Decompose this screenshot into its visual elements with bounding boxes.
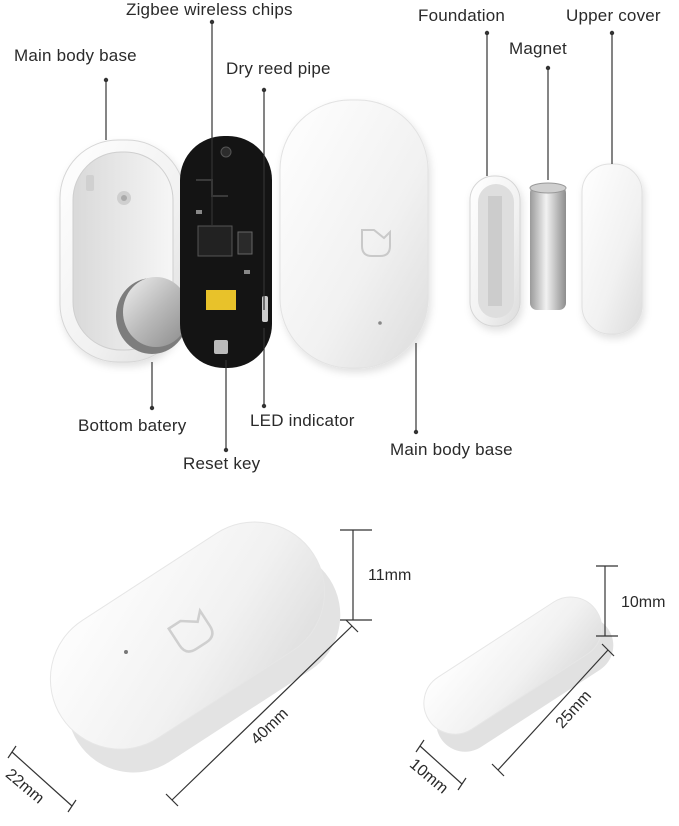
front-cover (279, 99, 429, 369)
label-magnet: Magnet (509, 39, 567, 58)
label-main-body-base-bottom: Main body base (390, 440, 513, 459)
label-reset-key: Reset key (183, 454, 261, 473)
magnet-upper-cover (581, 163, 643, 335)
dim-magnet-height: 10mm (621, 594, 666, 611)
leader-lines (105, 22, 613, 450)
coin-battery (116, 277, 189, 354)
label-zigbee-chips: Zigbee wireless chips (126, 0, 293, 19)
dimension-lines (7, 529, 618, 813)
label-led-indicator: LED indicator (250, 411, 355, 430)
label-main-body-base-top: Main body base (14, 46, 137, 65)
magnet-body-render (423, 596, 614, 752)
magnet-cylinder (529, 182, 567, 310)
dim-sensor-height: 11mm (368, 567, 412, 584)
pcb-board (180, 136, 272, 368)
sensor-body-render (49, 521, 341, 773)
label-upper-cover: Upper cover (566, 6, 661, 25)
label-bottom-battery: Bottom batery (78, 416, 187, 435)
label-foundation: Foundation (418, 6, 506, 25)
label-dry-reed-pipe: Dry reed pipe (226, 59, 331, 78)
magnet-foundation (469, 175, 521, 327)
leader-dots (103, 19, 615, 453)
